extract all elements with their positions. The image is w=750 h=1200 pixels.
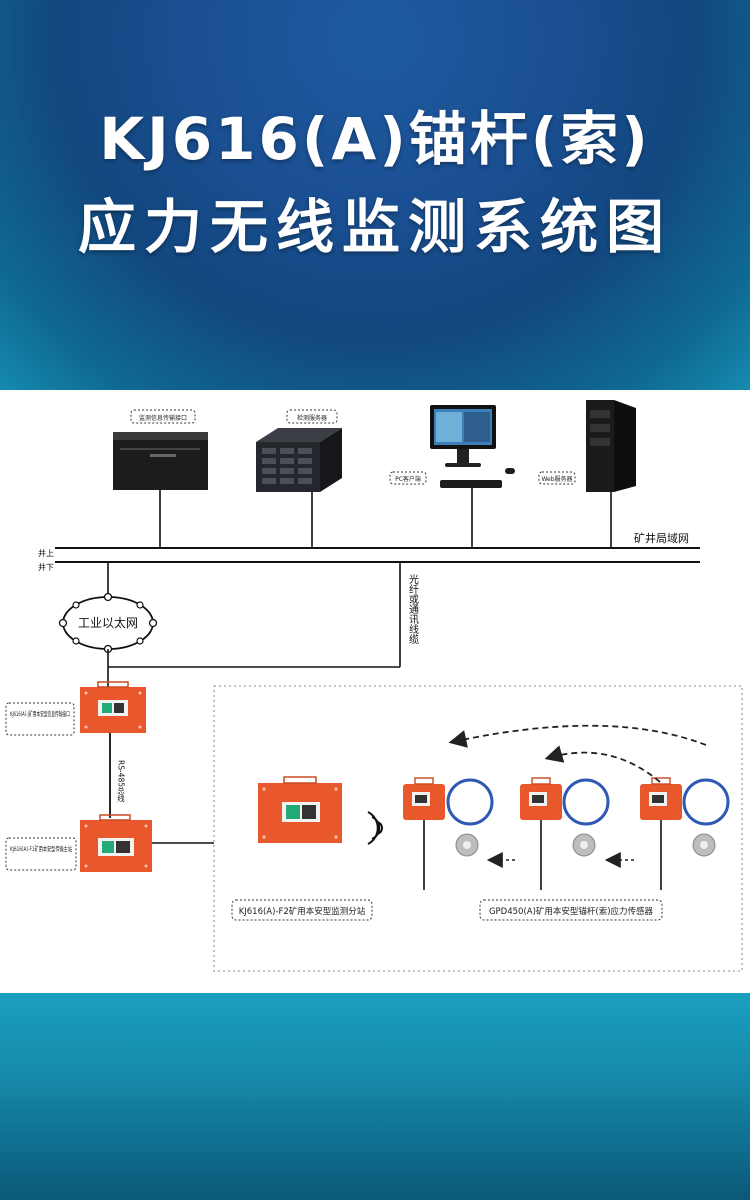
fiber-label: 光纤或通讯线缆	[407, 573, 419, 644]
wireless-zone-box	[213, 685, 743, 972]
substation-device	[258, 776, 342, 843]
pc-client-icon	[430, 405, 515, 488]
system-diagram-panel: 监测信息传输接口 检测服务器 PC客户端	[0, 390, 750, 993]
interface-server-icon	[113, 432, 208, 490]
server-tag-3: PC客户端	[389, 471, 427, 485]
interface-device-tag: KJ616(A)-J矿用本安型信息传输接口	[5, 702, 75, 736]
title-line-2: 应力无线监测系统图	[77, 193, 672, 261]
server-drop-lines	[159, 488, 612, 548]
relay-arrow-top	[448, 724, 707, 748]
lan-label: 矿井局域网	[634, 531, 689, 545]
sensor-1	[403, 777, 494, 890]
svg-text:监测信息传输接口: 监测信息传输接口	[139, 414, 187, 422]
sensor-2	[520, 777, 610, 890]
web-server-icon	[586, 400, 636, 492]
monitoring-server-icon	[256, 428, 342, 492]
title-line-1: KJ616(A)锚杆(索)	[99, 105, 651, 173]
sensor-3	[640, 777, 730, 890]
underground-label: 井下	[38, 562, 54, 572]
wireless-signal-icon	[367, 811, 383, 845]
server-tag-1: 监测信息传输接口	[130, 409, 196, 424]
relay-arrow-mid	[544, 745, 661, 783]
footer-background	[0, 993, 750, 1200]
ethernet-label: 工业以太网	[78, 615, 138, 630]
svg-text:KJ616(A)-J矿用本安型信息传输接口: KJ616(A)-J矿用本安型信息传输接口	[10, 709, 70, 718]
rs485-label: RS-485总线	[116, 760, 125, 802]
server-tag-2: 检测服务器	[286, 409, 338, 424]
svg-text:Web服务器: Web服务器	[541, 475, 572, 483]
host-device	[80, 814, 152, 872]
ethernet-ring	[58, 592, 158, 654]
sensor-tag: GPD450(A)矿用本安型锚杆(索)应力传感器	[479, 899, 663, 921]
svg-text:检测服务器: 检测服务器	[297, 414, 327, 422]
header-background	[0, 0, 750, 390]
surface-label: 井上	[38, 548, 54, 558]
server-tag-4: Web服务器	[538, 471, 576, 485]
interface-device	[80, 681, 146, 733]
svg-text:PC客户端: PC客户端	[395, 475, 421, 483]
svg-text:GPD450(A)矿用本安型锚杆(索)应力传感器: GPD450(A)矿用本安型锚杆(索)应力传感器	[489, 906, 654, 917]
substation-tag: KJ616(A)-F2矿用本安型监测分站	[231, 899, 373, 921]
svg-text:KJ616(A)-F2矿用本安型监测分站: KJ616(A)-F2矿用本安型监测分站	[239, 906, 366, 917]
system-diagram: 监测信息传输接口 检测服务器 PC客户端	[5, 400, 743, 972]
svg-text:KJ616(A)-F1矿用本安型传输主站: KJ616(A)-F1矿用本安型传输主站	[10, 844, 72, 853]
host-device-tag: KJ616(A)-F1矿用本安型传输主站	[5, 837, 77, 871]
